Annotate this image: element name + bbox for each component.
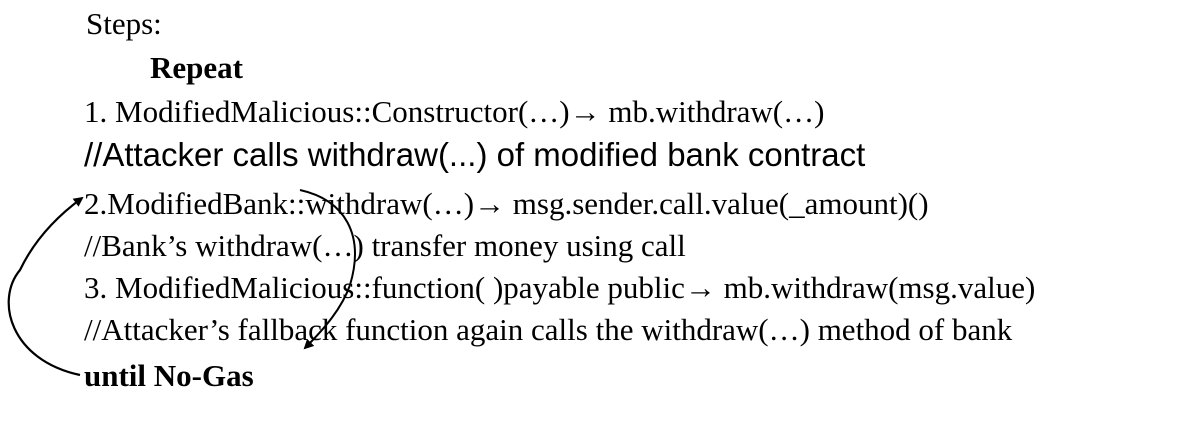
steps-heading: Steps: xyxy=(86,6,162,41)
until-label: until No-Gas xyxy=(84,358,254,393)
comment-3: //Attacker’s fallback function again cal… xyxy=(84,312,1013,347)
comment-1: //Attacker calls withdraw(...) of modifi… xyxy=(84,136,866,173)
repeat-label: Repeat xyxy=(150,50,243,85)
step-2: 2.ModifiedBank::withdraw(…)→ msg.sender.… xyxy=(84,186,929,221)
comment-2: //Bank’s withdraw(…) transfer money usin… xyxy=(84,228,686,263)
loop-back-arrow xyxy=(7,196,84,377)
reentry-arrow xyxy=(299,189,356,350)
step-1: 1. ModifiedMalicious::Constructor(…)→ mb… xyxy=(84,94,825,129)
step-3: 3. ModifiedMalicious::function( )payable… xyxy=(84,270,1036,305)
